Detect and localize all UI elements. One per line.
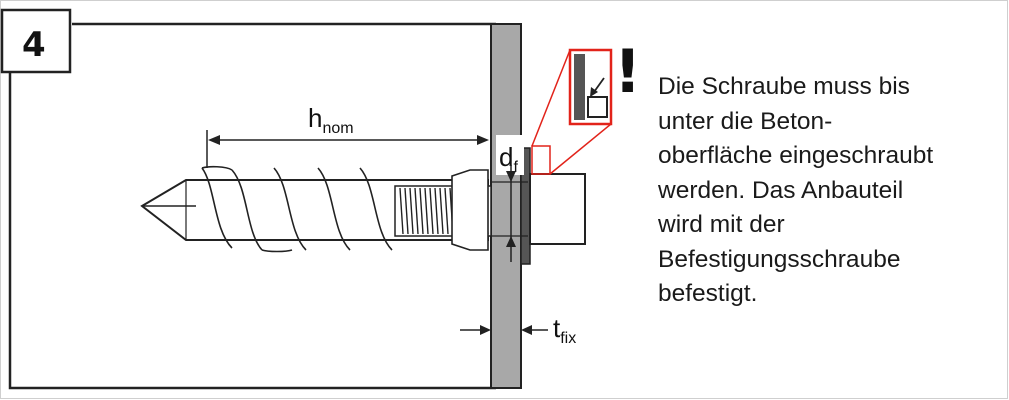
d-f-arrow-bottom (506, 236, 516, 247)
thread-line (419, 187, 424, 235)
thread-line (399, 187, 404, 235)
thread-line (429, 187, 434, 235)
detail-screw-head-square (587, 96, 608, 118)
t-fix-label: tfix (553, 313, 576, 347)
screw-thread-spiral (201, 165, 393, 253)
description-line: Befestigungsschraube (658, 245, 901, 273)
d-f-label-bg (496, 135, 524, 175)
step-number: 4 (22, 25, 46, 65)
t-fix-arrow-right (521, 325, 532, 335)
thread-line (434, 187, 439, 235)
detail-arrow-head (590, 87, 598, 97)
thread-line (424, 187, 429, 235)
thread-line (444, 187, 449, 235)
thread-line (404, 187, 409, 235)
description-line: wird mit der (658, 211, 785, 238)
d-f-arrow-top (506, 171, 516, 182)
detail-plate-section (574, 54, 585, 120)
detail-leader-bottom (549, 123, 612, 175)
fixture-plate (490, 23, 522, 389)
thread-line (409, 187, 414, 235)
description-line: unter die Beton- (658, 107, 833, 135)
h-nom-label: hnom (308, 103, 354, 137)
detail-source-marker (531, 145, 551, 175)
h-nom-arrow-left (208, 135, 220, 145)
description-text: Die Schraube muss bis unter die Beton-obe… (658, 70, 1008, 312)
description-line: befestigt. (658, 280, 758, 307)
detail-leader-top (531, 49, 571, 147)
warning-exclamation: ! (614, 37, 641, 107)
description-line: Die Schraube muss bis (658, 73, 910, 100)
description-line: werden. Das Anbauteil (658, 176, 904, 204)
step-box (0, 8, 72, 74)
t-fix-arrow-left (480, 325, 491, 335)
screw-head (529, 173, 586, 245)
thread-line (414, 187, 419, 235)
thread-line (439, 187, 444, 235)
concrete-block (8, 24, 496, 390)
sleeve (451, 169, 489, 251)
d-f-label: df (499, 142, 518, 176)
h-nom-arrow-right (477, 135, 489, 145)
description-line: oberfläche eingeschraubt (658, 142, 934, 169)
detail-arrow-line (593, 77, 605, 93)
